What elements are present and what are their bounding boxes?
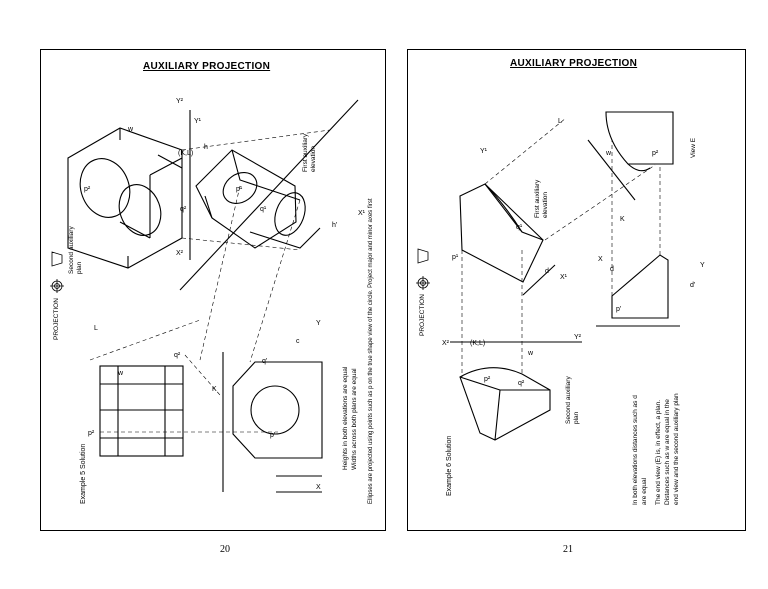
right-label-k: K — [620, 216, 625, 223]
left-label-h: h — [204, 144, 208, 151]
left-label-h1: h' — [332, 222, 338, 229]
right-label-q1: q¹ — [516, 224, 523, 231]
right-label-kl: (K,L) — [470, 340, 486, 347]
left-label-y1: Y¹ — [194, 118, 201, 125]
right-view-e-label: View E — [690, 137, 697, 158]
left-label-x2: X² — [176, 250, 183, 257]
left-label-q2b: q² — [174, 352, 181, 359]
right-note-5: end view and the second auxiliary plan — [673, 393, 680, 505]
right-note-3: The end view (E) is, in effect, a plan. — [655, 399, 662, 505]
left-label-l: L — [94, 325, 98, 332]
left-label-kl: (K,L) — [178, 150, 194, 157]
right-label-y1: Y¹ — [480, 148, 487, 155]
right-example-title: Example 6 Solution — [446, 435, 453, 496]
left-label-p2b: p² — [88, 430, 95, 437]
right-label-q2: q² — [518, 380, 525, 387]
right-label-d2: d — [610, 266, 614, 273]
right-label-w: w — [528, 350, 534, 357]
right-label-x1: X¹ — [560, 274, 567, 281]
right-label-x2: X² — [442, 340, 449, 347]
right-page — [407, 49, 746, 531]
left-page — [40, 49, 386, 531]
left-first-aux-elevation — [195, 149, 321, 249]
right-page-number: 21 — [563, 544, 573, 555]
right-elevation — [611, 254, 669, 319]
left-label-c: c — [296, 338, 300, 345]
right-label-p2: p² — [484, 376, 491, 383]
right-label-w2: w — [606, 150, 612, 157]
right-label-p1: p¹ — [452, 254, 459, 261]
right-first-aux-elevation — [459, 183, 544, 283]
left-label-y2: Y² — [176, 98, 183, 105]
right-label-p2b: p² — [652, 150, 659, 157]
left-label-p2: p² — [84, 186, 91, 193]
left-label-w: w — [128, 126, 134, 133]
right-label-l: L — [558, 118, 562, 125]
right-second-aux-plan-label: Second auxiliary plan — [565, 376, 580, 424]
left-page-number: 20 — [220, 544, 230, 555]
right-projection-label: PROJECTION — [419, 294, 426, 336]
left-label-x: X — [316, 484, 321, 491]
left-label-q2: q² — [180, 206, 187, 213]
right-label-d1: d' — [690, 282, 696, 289]
left-label-q1: q¹ — [260, 206, 267, 213]
left-plan — [99, 365, 184, 457]
left-label-p: p' — [270, 432, 276, 439]
right-first-aux-elev-label: First auxiliary elevation — [534, 179, 549, 218]
left-label-y: Y — [316, 320, 321, 327]
right-second-aux-plan — [459, 367, 551, 441]
right-view-e — [605, 111, 674, 172]
right-note-4: Distances such as w are equal in the — [664, 399, 671, 505]
right-label-y2: Y² — [574, 334, 581, 341]
right-label-x: X — [598, 256, 603, 263]
left-label-x1: X¹ — [358, 210, 365, 217]
right-projection-symbol — [416, 248, 430, 290]
left-label-w2: w — [118, 370, 124, 377]
left-elevation — [232, 361, 323, 459]
left-projection-symbol — [50, 251, 64, 293]
right-label-p: p' — [616, 306, 622, 313]
right-label-d: d — [545, 268, 549, 275]
right-page-header: AUXILIARY PROJECTION — [510, 58, 638, 69]
left-page-header: AUXILIARY PROJECTION — [143, 61, 271, 72]
right-note-2: are equal — [641, 477, 648, 505]
left-label-p1: p¹ — [236, 186, 243, 193]
right-note-1: In both elevations distances such as d — [632, 395, 639, 505]
right-label-y: Y — [700, 262, 705, 269]
left-label-k: K — [212, 386, 217, 393]
left-label-q: q' — [262, 358, 268, 365]
